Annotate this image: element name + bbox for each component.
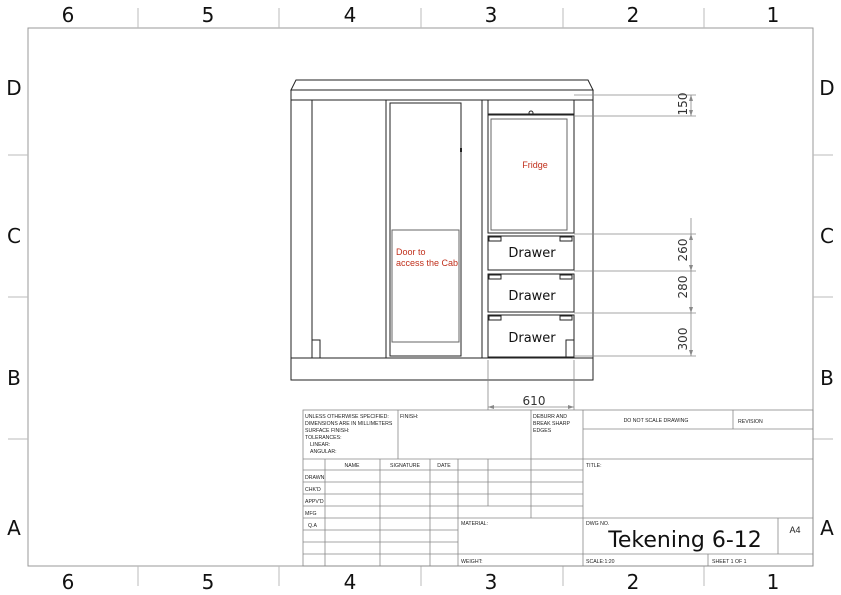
cabinet-top-rail <box>290 89 594 101</box>
fridge-label: Fridge <box>522 160 548 170</box>
do-not-scale: DO NOT SCALE DRAWING <box>624 418 689 424</box>
zone-row-b-right: B <box>820 366 834 390</box>
zone-row-a-left: A <box>7 516 21 540</box>
zone-col-4-top: 4 <box>344 3 357 27</box>
col-name: NAME <box>345 463 361 469</box>
row-approved: APPV'D <box>305 499 324 505</box>
dim-150: 150 <box>676 93 690 116</box>
sheet-size: A4 <box>789 525 800 535</box>
zone-col-5-top: 5 <box>202 3 215 27</box>
access-door <box>389 102 462 357</box>
zone-col-2-top: 2 <box>627 3 640 27</box>
material-label: MATERIAL: <box>461 521 488 527</box>
drawer-1-label: Drawer <box>508 246 556 261</box>
sheet-label: SHEET 1 OF 1 <box>712 559 747 565</box>
cabinet-elevation <box>290 79 594 381</box>
revision-label: REVISION <box>738 419 763 425</box>
dwg-no-label: DWG NO. <box>586 521 609 527</box>
cabinet-top <box>290 79 594 91</box>
tolerance-note-3: SURFACE FINISH: <box>305 428 349 434</box>
zone-row-d-left: D <box>6 76 21 100</box>
zone-row-d-right: D <box>819 76 834 100</box>
drawer-3-label: Drawer <box>508 331 556 346</box>
deburr-note-1: DEBURR AND <box>533 414 567 420</box>
zone-row-b-left: B <box>7 366 21 390</box>
zone-row-a-right: A <box>820 516 834 540</box>
deburr-note-2: BREAK SHARP <box>533 421 570 427</box>
title-label: TITLE: <box>586 463 602 469</box>
zone-col-1-bottom: 1 <box>767 570 780 594</box>
row-qa: Q.A <box>308 523 317 529</box>
title-block <box>302 409 814 567</box>
drawer-2 <box>487 273 575 313</box>
tolerance-note-6: ANGULAR: <box>310 449 337 455</box>
zone-col-3-top: 3 <box>485 3 498 27</box>
zone-col-6-top: 6 <box>62 3 75 27</box>
drawing-border <box>27 27 814 567</box>
zone-row-c-left: C <box>7 224 21 248</box>
dim-260: 260 <box>676 239 690 262</box>
dim-610: 610 <box>523 394 546 408</box>
tolerance-note-4: TOLERANCES: <box>305 435 342 441</box>
zone-col-5-bottom: 5 <box>202 570 215 594</box>
door-note-line2: access the Cab <box>396 258 458 268</box>
top-panel <box>487 99 575 115</box>
row-mfg: MFG <box>305 511 317 517</box>
weight-label: WEIGHT: <box>461 559 483 565</box>
fridge-outline <box>487 114 575 234</box>
zone-ticks <box>8 8 833 586</box>
tolerance-note-5: LINEAR: <box>310 442 330 448</box>
dimension-lines <box>487 94 696 410</box>
zone-col-4-bottom: 4 <box>344 570 357 594</box>
drawer-2-label: Drawer <box>508 289 556 304</box>
col-signature: SIGNATURE <box>390 463 420 469</box>
door-note-line1: Door to <box>396 247 426 257</box>
row-drawn: DRAWN <box>305 475 325 481</box>
dim-280: 280 <box>676 276 690 299</box>
tolerance-note-1: UNLESS OTHERWISE SPECIFIED: <box>305 414 389 420</box>
drawing-number: Tekening 6-12 <box>607 528 762 553</box>
col-date: DATE <box>437 463 451 469</box>
deburr-note-3: EDGES <box>533 428 552 434</box>
drawer-1 <box>487 235 575 271</box>
drawer-3 <box>487 314 575 358</box>
cabinet-plinth <box>290 357 594 381</box>
tolerance-note-2: DIMENSIONS ARE IN MILLIMETERS <box>305 421 393 427</box>
scale-label: SCALE:1:20 <box>586 559 615 565</box>
zone-col-1-top: 1 <box>767 3 780 27</box>
row-checked: CHK'D <box>305 487 321 493</box>
zone-col-2-bottom: 2 <box>627 570 640 594</box>
dim-300: 300 <box>676 328 690 351</box>
zone-col-3-bottom: 3 <box>485 570 498 594</box>
finish-label: FINISH: <box>400 414 418 420</box>
zone-row-c-right: C <box>820 224 834 248</box>
zone-col-6-bottom: 6 <box>62 570 75 594</box>
